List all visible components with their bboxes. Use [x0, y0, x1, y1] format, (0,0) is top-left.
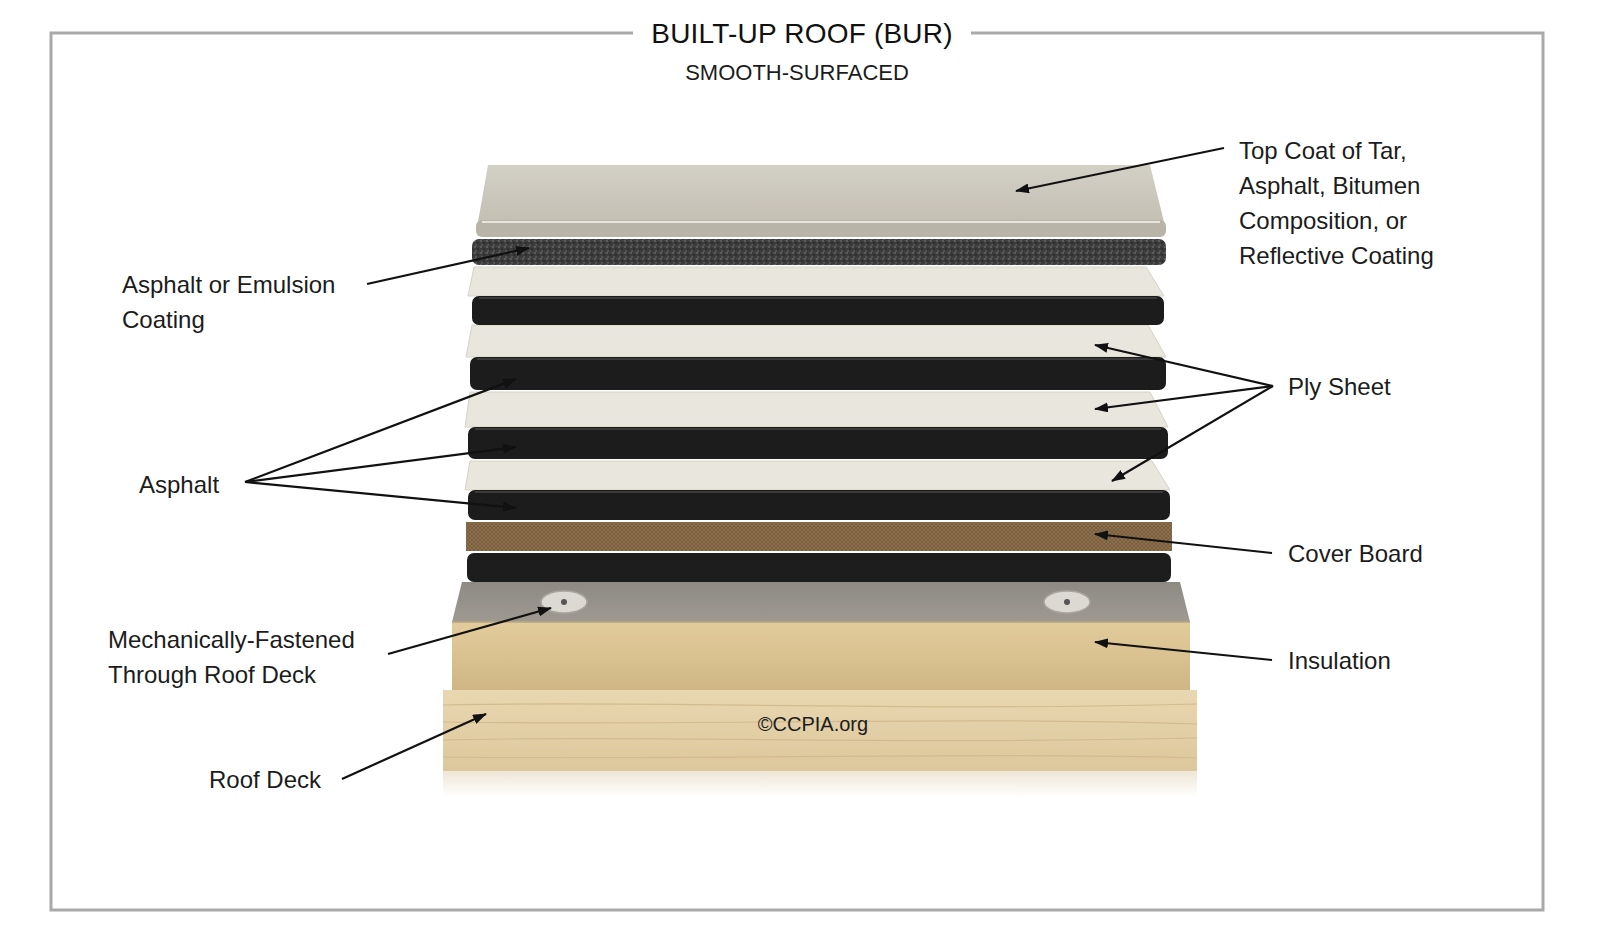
- wood-grain: [443, 704, 1197, 758]
- emulsion-coating: [472, 239, 1166, 265]
- asphalt-highlight: [479, 297, 1157, 299]
- fastener-screw: [561, 599, 567, 605]
- leader-lines: [245, 148, 1273, 779]
- asphalt-layer: [467, 553, 1171, 582]
- ply-sheet: [466, 325, 1166, 357]
- ply-sheet: [465, 392, 1168, 427]
- diagram-title: BUILT-UP ROOF (BUR): [633, 15, 970, 53]
- callout-label: Top Coat of Tar, Asphalt, Bitumen Compos…: [1239, 133, 1489, 273]
- ply-sheet: [468, 267, 1164, 296]
- leader-line: [245, 447, 516, 482]
- roof-deck: [443, 690, 1197, 771]
- callout-label: Asphalt: [139, 467, 219, 502]
- ply-sheet: [465, 461, 1170, 490]
- insulation-top: [452, 582, 1190, 622]
- leader-line: [388, 608, 551, 654]
- leader-line: [342, 714, 486, 779]
- leader-line: [367, 248, 529, 284]
- asphalt-layer: [472, 296, 1164, 325]
- leader-line: [1095, 642, 1272, 660]
- asphalt-layer: [470, 357, 1166, 390]
- leader-line: [1095, 534, 1272, 553]
- callout-label: Insulation: [1288, 643, 1391, 678]
- leader-line: [245, 482, 516, 508]
- leader-line: [1112, 386, 1273, 481]
- deck-reflection: [443, 771, 1197, 797]
- callout-label: Cover Board: [1288, 536, 1423, 571]
- asphalt-highlight: [475, 428, 1161, 430]
- subtitle: SMOOTH-SURFACED: [597, 57, 997, 89]
- leader-line: [1095, 345, 1273, 386]
- top-coat-edge: [476, 220, 1166, 237]
- fastener-screw: [1064, 599, 1070, 605]
- asphalt-highlight: [475, 491, 1163, 493]
- title-bar: BUILT-UP ROOF (BUR): [0, 15, 1600, 53]
- insulation-edge: [452, 621, 1190, 623]
- top-coat-highlight: [482, 221, 1160, 223]
- callout-label: Roof Deck: [209, 762, 321, 797]
- cover-board: [466, 522, 1172, 551]
- fastener-plate: [1044, 591, 1090, 613]
- callout-label: Mechanically-Fastened Through Roof Deck: [108, 622, 393, 692]
- asphalt-layer: [468, 427, 1168, 459]
- top-coat: [478, 165, 1164, 222]
- asphalt-layer: [468, 490, 1170, 520]
- callout-label: Ply Sheet: [1288, 369, 1391, 404]
- leader-line: [245, 379, 516, 482]
- watermark: ©CCPIA.org: [713, 709, 913, 739]
- insulation-board: [452, 622, 1190, 690]
- frame-border: [51, 33, 1543, 910]
- leader-line: [1095, 386, 1273, 409]
- asphalt-highlight: [477, 358, 1159, 360]
- callout-label: Asphalt or Emulsion Coating: [122, 267, 362, 337]
- leader-line: [1016, 148, 1224, 191]
